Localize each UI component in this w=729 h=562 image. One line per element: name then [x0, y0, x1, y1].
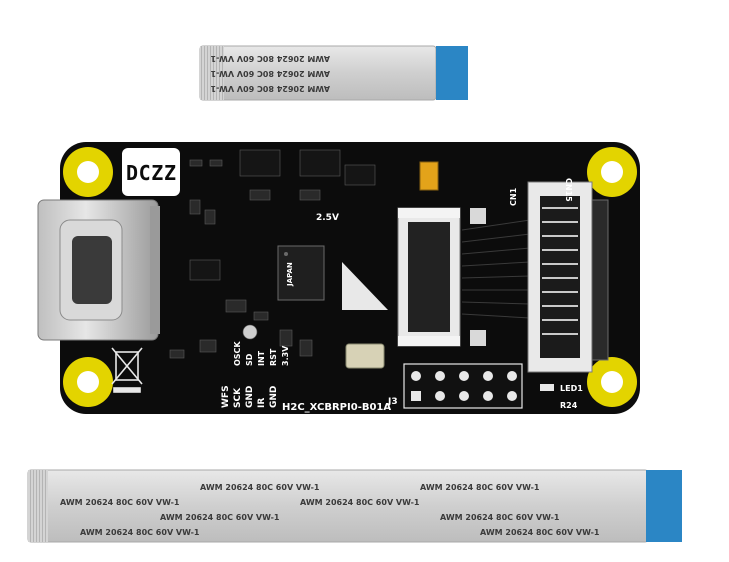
board-logo-box — [122, 148, 180, 196]
pin-label-int: INT — [257, 350, 266, 366]
voltage-label: 2.5V — [316, 213, 339, 223]
pin-label-wfs: WFS — [221, 385, 231, 408]
pin-label-gnd-1: GND — [245, 386, 255, 408]
pin-header — [403, 363, 523, 409]
fpc-connector-large — [527, 181, 609, 373]
short-ribbon-contacts — [200, 46, 224, 100]
connector-traces — [461, 219, 531, 319]
esd-symbol — [342, 262, 388, 310]
board-name: H2C_XCBRPI0-B01A — [282, 402, 391, 413]
pin-label-ir: IR — [257, 398, 267, 408]
short-ribbon-stiffener — [436, 46, 468, 100]
led-label: LED1 — [560, 384, 583, 393]
long-ribbon-print-2: AWM 20624 80C 60V VW-1 — [420, 483, 540, 492]
pin-label-osck: OSCK — [233, 341, 242, 366]
short-ribbon-print-2: AWM 20624 80C 60V VW-1 — [210, 69, 330, 78]
short-ribbon-print-3: AWM 20624 80C 60V VW-1 — [210, 84, 330, 93]
long-ribbon-print-8: AWM 20624 80C 60V VW-1 — [480, 528, 600, 537]
tantalum-capacitor — [419, 161, 439, 191]
bridge-chip: JAPAN — [277, 245, 325, 301]
pin-label-gnd-2: GND — [269, 386, 279, 408]
adapter-board: DCZZ JAPAN 2 — [37, 142, 640, 414]
long-ribbon-stiffener — [646, 470, 682, 542]
connector-label-cn15: CN15 — [564, 178, 573, 202]
mounting-hole-top-left — [63, 147, 113, 197]
board-logo: DCZZ — [126, 161, 176, 185]
resistor-label: R24 — [560, 401, 578, 410]
long-ribbon-print-3: AWM 20624 80C 60V VW-1 — [60, 498, 180, 507]
pin-label-sd: SD — [245, 353, 254, 366]
pin-label-3v3: 3.3V — [281, 345, 290, 366]
chip-label: JAPAN — [286, 262, 294, 287]
mounting-hole-bottom-left — [63, 357, 113, 407]
long-ribbon-print-6: AWM 20624 80C 60V VW-1 — [440, 513, 560, 522]
long-ribbon-cable: AWM 20624 80C 60V VW-1 AWM 20624 80C 60V… — [27, 469, 682, 543]
pin-label-sck: SCK — [233, 387, 243, 408]
fpc-connector-small — [397, 207, 461, 347]
mounting-hole-bottom-right — [587, 357, 637, 407]
long-ribbon-print-5: AWM 20624 80C 60V VW-1 — [160, 513, 280, 522]
long-ribbon-print-7: AWM 20624 80C 60V VW-1 — [80, 528, 200, 537]
hdmi-connector — [37, 199, 160, 341]
led — [540, 384, 554, 391]
connector-label-j3: J3 — [387, 397, 398, 407]
short-ribbon-cable: AWM 20624 80C 60V VW-1 AWM 20624 80C 60V… — [199, 45, 468, 101]
long-ribbon-contacts — [28, 470, 48, 542]
smd-pad-lower — [470, 330, 486, 346]
weee-icon — [111, 347, 143, 393]
pin-label-rst: RST — [269, 348, 278, 366]
smd-pad-upper — [470, 208, 486, 224]
pin-labels: WFS SCK GND IR GND OSCK SD INT RST 3.3V — [221, 341, 290, 408]
crystal-oscillator — [345, 343, 385, 369]
mounting-hole-top-right — [587, 147, 637, 197]
connector-label-cn1: CN1 — [509, 187, 518, 206]
short-ribbon-print-1: AWM 20624 80C 60V VW-1 — [210, 54, 330, 63]
long-ribbon-print-4: AWM 20624 80C 60V VW-1 — [300, 498, 420, 507]
small-components — [169, 149, 376, 359]
long-ribbon-print-1: AWM 20624 80C 60V VW-1 — [200, 483, 320, 492]
